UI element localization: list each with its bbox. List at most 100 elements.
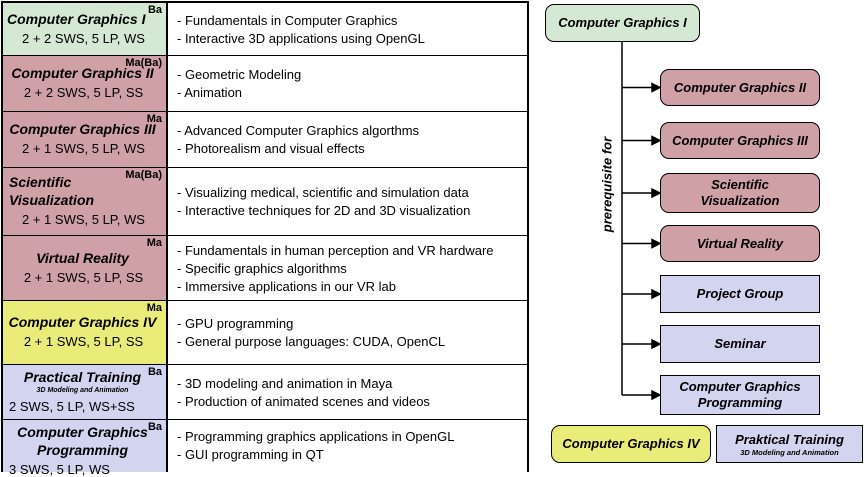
bullet-item: - Visualizing medical, scientific and si… [177,185,469,200]
bullet-item: - Advanced Computer Graphics algorthms [177,123,420,138]
course-title: Computer Graphics I [7,10,146,27]
course-description: - Advanced Computer Graphics algorthms - … [168,112,527,167]
arrow-head [651,238,662,249]
course-title: Visualization [9,192,95,208]
course-title: Virtual Reality [36,249,129,266]
arrow-head [651,82,662,93]
degree-badge: Ba [147,366,162,378]
course-title: Computer Graphics [17,424,148,440]
degree-badge: Ma(Ba) [125,169,162,181]
target-node: Computer Graphics III [660,122,820,159]
bullet-list: - Geometric Modeling- Animation [177,66,301,102]
target-node: Project Group [660,275,820,313]
standalone-node: Computer Graphics IV [551,425,711,463]
bullet-item: - Fundamentals in Computer Graphics [177,12,398,28]
arrow-head [651,338,662,350]
standalone-node-label: Praktical Training [735,431,844,447]
course-description: - Geometric Modeling- Animation [168,56,527,111]
arrow-head [651,288,662,300]
course-title: Programming [36,442,128,458]
course-cell: Ma(Ba)Computer Graphics II 2 + 2 SWS, 5 L… [3,56,168,111]
arrow-head [651,135,662,146]
course-info: 3 SWS, 5 LP, WS [9,462,110,477]
target-node: Seminar [660,325,820,363]
degree-badge: Ma(Ba) [125,57,162,69]
standalone-node-subtitle: 3D Modeling and Animation [740,447,839,457]
bullet-item: - Fundamentals in human perception and V… [177,242,494,258]
course-row: Ba Practical Training 3D Modeling and Anim… [3,365,527,420]
course-description: - Fundamentals in Computer Graphics - Int… [168,3,527,55]
target-node-label: Visualization [700,193,780,208]
bullet-item: - Programming graphics applications in O… [177,429,455,444]
course-title: Computer Graphics II [11,65,154,81]
target-node-label: Project Group [696,286,784,301]
course-description: - GPU programming - General purpose langu… [168,301,527,364]
bullet-list: - GPU programming - General purpose langu… [177,315,445,351]
degree-badge: Ma [146,237,162,249]
bullet-list: - 3D modeling and animation in Maya - Pro… [177,375,430,411]
course-info: 2 + 1 SWS, 5 LP, SS [23,334,144,349]
course-subtitle: 3D Modeling and Animation [36,387,129,394]
arrow-head [651,389,662,401]
course-cell: Ba Practical Training 3D Modeling and Anim… [3,365,168,419]
degree-badge: Ma [146,302,162,314]
bullet-list: - Programming graphics applications in O… [177,428,454,464]
course-title: Scientific [9,174,72,190]
bullet-list: - Visualizing medical, scientific and si… [177,184,470,220]
bullet-item: - GPU programming [177,316,294,331]
root-node: Computer Graphics I [545,4,700,42]
target-node-label: Seminar [714,336,766,351]
course-title: Practical Training [23,369,142,385]
target-node-label: Computer Graphics II [673,79,807,95]
arrow-head [651,187,662,199]
course-title: Computer Graphics III [9,121,156,137]
target-node: Computer Graphics II [660,69,820,106]
target-node: Virtual Reality [660,225,820,262]
bullet-item: - Interactive techniques for 2D and 3D v… [177,203,471,218]
course-description: - 3D modeling and animation in Maya - Pro… [168,365,527,419]
target-node-label: Computer Graphics [679,379,801,394]
bullet-list: - Fundamentals in Computer Graphics - Int… [177,12,425,48]
bullet-item: - GUI programming in QT [177,447,324,462]
course-info: 2 + 2 SWS, 5 LP, WS [22,30,145,46]
degree-badge: Ba [147,4,162,16]
bullet-item: - 3D modeling and animation in Maya [177,375,393,391]
target-node-label: Programming [697,395,783,410]
bullet-list: - Fundamentals in human perception and V… [177,242,494,296]
standalone-node-label: Computer Graphics IV [562,436,700,451]
bullet-item: - Interactive 3D applications using Open… [177,30,425,46]
course-info: 2 + 1 SWS, 5 LP, WS [22,212,145,227]
degree-badge: Ma [146,113,162,125]
bullet-item: - Production of animated scenes and vide… [177,393,430,409]
course-title: Computer Graphics IV [8,314,157,330]
target-node-label: Computer Graphics III [672,132,808,148]
bullet-item: - Specific graphics algorithms [177,260,347,276]
course-description: - Fundamentals in human perception and V… [168,236,527,300]
bullet-item: - General purpose languages: CUDA, OpenC… [177,334,446,349]
bullet-list: - Advanced Computer Graphics algorthms - … [177,122,419,158]
course-info: 2 + 2 SWS, 5 LP, SS [23,85,144,100]
course-info: 2 + 1 SWS, 5 LP, WS [22,141,145,156]
bullet-item: - Immersive applications in our VR lab [177,278,396,294]
course-info: 2 + 1 SWS, 5 LP, SS [23,269,144,285]
bullet-item: - Animation [177,85,243,100]
root-node-label: Computer Graphics I [558,15,687,30]
target-node-label: Virtual Reality [696,235,784,251]
bullet-item: - Photorealism and visual effects [177,141,365,156]
